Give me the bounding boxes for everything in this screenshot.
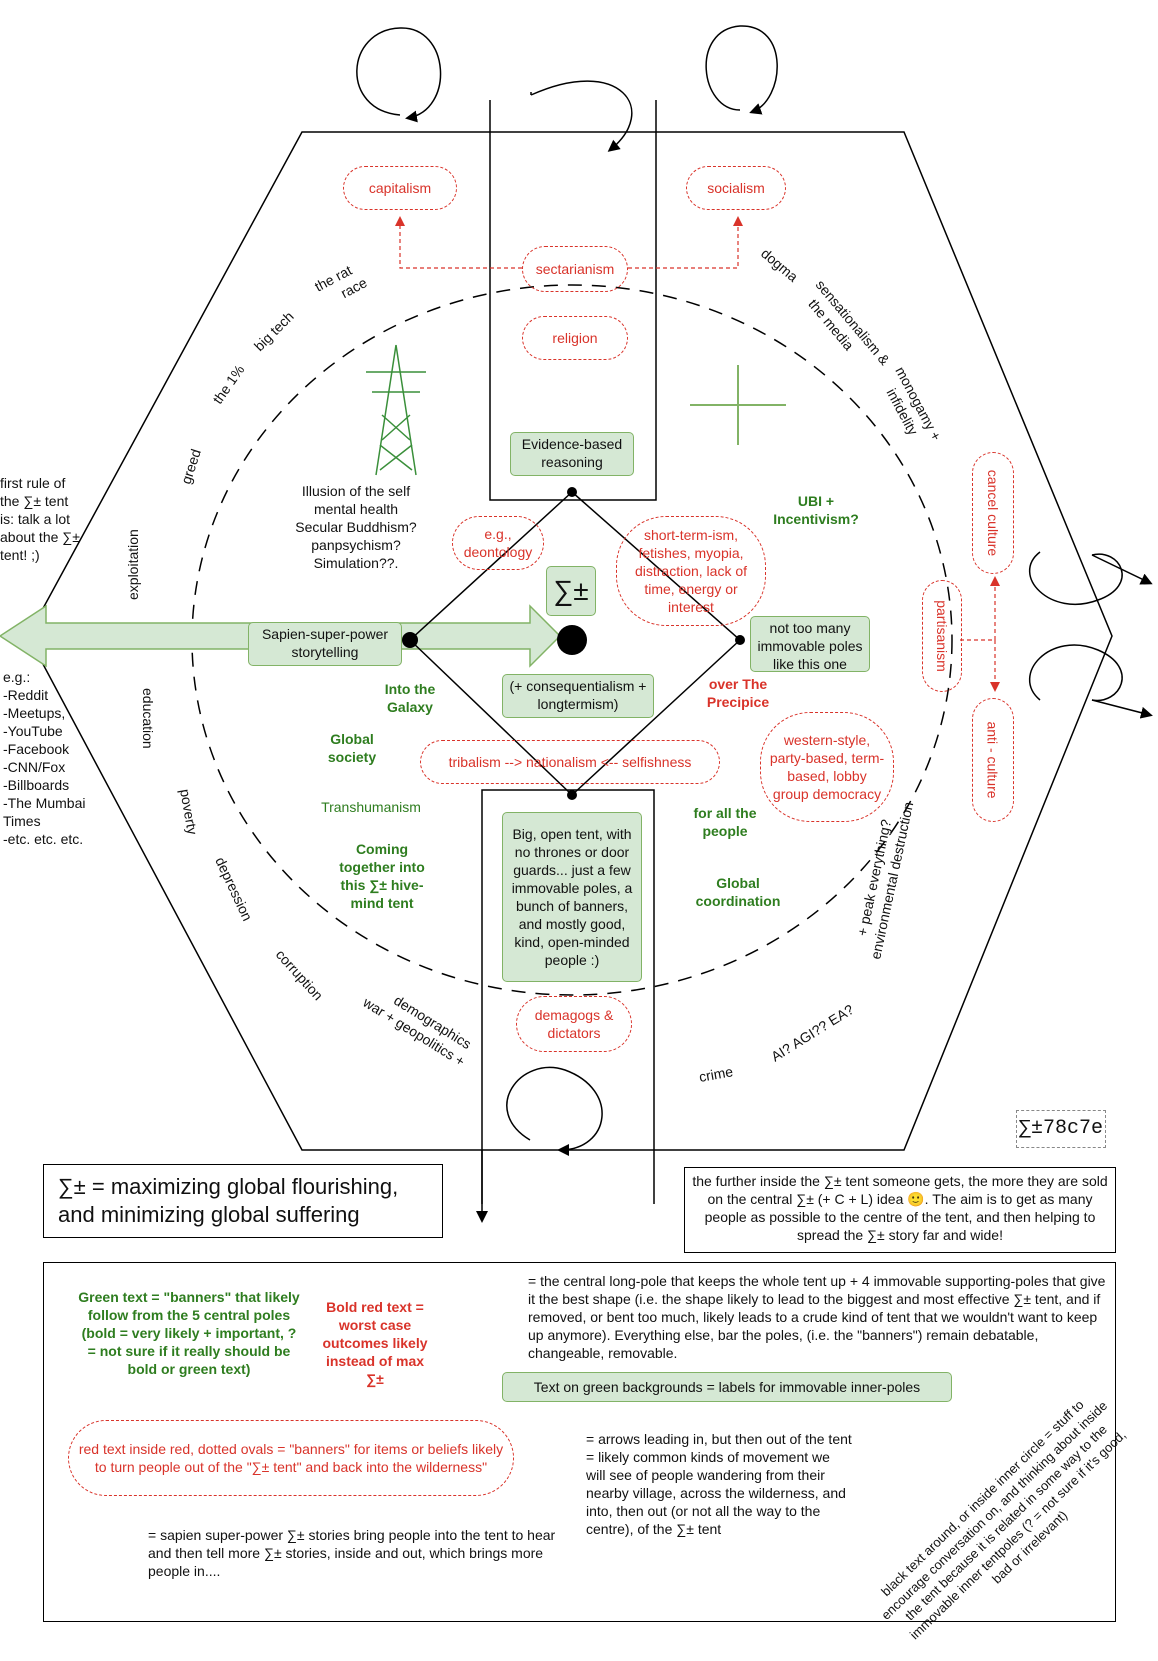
- pole-dot-right: [735, 635, 745, 645]
- legend-poles-desc: = the central long-pole that keeps the w…: [528, 1273, 1106, 1361]
- banner-cancel-culture: cancel culture: [972, 452, 1014, 574]
- legend-arrows: = arrows leading in, but then out of the…: [586, 1431, 852, 1537]
- ring-word-exploitation: exploitation: [125, 529, 141, 600]
- legend-green-text: Green text = "banners" that likely follo…: [78, 1289, 300, 1377]
- banner-anti-culture-label: anti - culture: [985, 721, 1002, 799]
- ring-word-poverty: poverty: [177, 788, 201, 836]
- ring-word-the-1: the 1%: [209, 362, 247, 407]
- ring-word-sensationalism: sensationalism &the media: [799, 277, 893, 380]
- ring-word-education: education: [140, 688, 156, 749]
- ring-word-greed: greed: [178, 447, 204, 486]
- legend-green-bg: Text on green backgrounds = labels for i…: [502, 1372, 952, 1402]
- worst-case-precipice: over The Precipice: [706, 676, 770, 710]
- banner-western-democracy: western-style, party-based, term-based, …: [760, 712, 894, 822]
- pole-dot-left: [402, 632, 418, 648]
- banner-coming-together: Coming together into this ∑± hive-mind t…: [339, 841, 425, 911]
- circular-arrow-icon: [356, 25, 1153, 1223]
- banner-partisanism: partisanism: [922, 580, 962, 692]
- pole-dot-bottom: [567, 790, 577, 800]
- banner-into-the-galaxy: Into the Galaxy: [384, 681, 436, 715]
- ring-word-war: war + geopolitics +demographics: [360, 978, 478, 1069]
- first-rule-text: first rule of the ∑± tent is: talk a lot…: [0, 475, 80, 563]
- banner-demagogs: demagogs & dictators: [516, 996, 632, 1052]
- ring-word-depression: depression: [212, 855, 255, 924]
- pole-not-too-many: not too many immovable poles like this o…: [750, 616, 870, 672]
- banner-short-termism: short-term-ism, fetishes, myopia, distra…: [616, 516, 766, 626]
- ring-word-corruption: corruption: [273, 946, 327, 1003]
- ring-word-dogma: dogma: [758, 245, 801, 285]
- ring-word-crime: crime: [698, 1063, 735, 1085]
- banner-partisanism-label: partisanism: [934, 600, 950, 672]
- red-connectors: [395, 216, 1000, 692]
- ring-word-environmental: environmental destruction+ peak everythi…: [850, 797, 917, 961]
- banner-for-all: for all the people: [693, 805, 757, 839]
- banner-tribalism: tribalism --> nationalism <-- selfishnes…: [420, 740, 720, 784]
- pole-big-tent: Big, open tent, with no thrones or door …: [502, 812, 642, 982]
- legend-bold-red: Bold red text = worst case outcomes like…: [322, 1299, 428, 1387]
- definition-box: ∑± = maximizing global flourishing, and …: [43, 1164, 443, 1238]
- pole-dot-top: [567, 487, 577, 497]
- ring-word-monogamy: monogamy +infidelity: [876, 364, 944, 452]
- cross-icon: [690, 365, 786, 445]
- banner-capitalism: capitalism: [343, 166, 457, 210]
- pole-consequentialism: (+ consequentialism + longtermism): [502, 674, 654, 718]
- pole-evidence-based-reasoning: Evidence-based reasoning: [510, 432, 634, 476]
- pylon-icon: [366, 344, 426, 476]
- banner-socialism: socialism: [686, 166, 786, 210]
- legend-double-arrow: = sapien super-power ∑± stories bring pe…: [148, 1527, 556, 1579]
- banner-sectarianism: sectarianism: [522, 246, 628, 292]
- ring-word-rat-race: the ratrace: [312, 258, 370, 310]
- ring-word-ai: AI? AGI?? EA?: [768, 1001, 857, 1065]
- tent-hash: ∑±78c7e: [1016, 1110, 1106, 1148]
- pole-lines: [409, 491, 741, 796]
- ring-word-big-tech: big tech: [251, 308, 297, 354]
- further-inside-box: the further inside the ∑± tent someone g…: [684, 1167, 1116, 1253]
- central-pole-dot: [557, 625, 587, 655]
- center-symbol: ∑±: [546, 566, 596, 616]
- banner-ubi: UBI + Incentivism?: [773, 493, 859, 527]
- banner-global-society: Global society: [327, 731, 377, 765]
- media-examples: e.g.: -Reddit -Meetups, -YouTube -Facebo…: [3, 669, 86, 847]
- banner-deontology: e.g., deontology: [452, 516, 544, 570]
- legend-red-ovals: red text inside red, dotted ovals = "ban…: [68, 1420, 514, 1496]
- banner-religion: religion: [522, 316, 628, 360]
- banner-anti-culture: anti - culture: [972, 698, 1014, 822]
- banner-global-coordination: Global coordination: [695, 875, 781, 909]
- banner-cancel-culture-label: cancel culture: [985, 469, 1002, 557]
- conversation-topics: Illusion of the self mental health Secul…: [295, 483, 417, 571]
- top-enclosure: [489, 100, 657, 501]
- bottom-enclosure: [481, 789, 655, 1204]
- pole-storytelling: Sapien-super-power storytelling: [248, 622, 402, 666]
- legend-box: [43, 1262, 1116, 1622]
- banner-transhumanism: Transhumanism: [321, 799, 421, 815]
